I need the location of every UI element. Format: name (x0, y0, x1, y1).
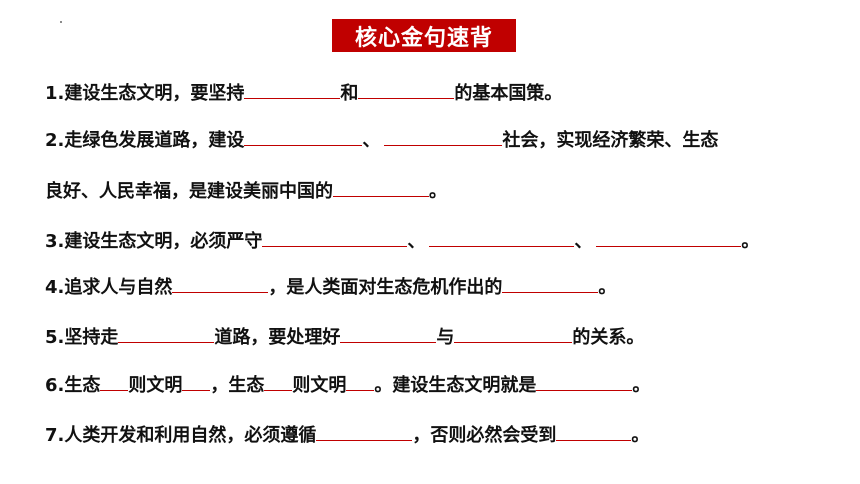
item-4: 4.追求人与自然，是人类面对生态危机作出的。 (45, 274, 616, 300)
fill-blank[interactable] (454, 324, 573, 343)
fill-blank[interactable] (244, 80, 341, 99)
item-3: 3.建设生态文明，必须严守、、。 (45, 228, 759, 254)
fill-blank[interactable] (264, 372, 293, 391)
fill-blank[interactable] (340, 324, 437, 343)
fill-blank[interactable] (536, 372, 633, 391)
fill-blank[interactable] (429, 228, 575, 247)
item-6: 6.生态则文明，生态则文明。建设生态文明就是。 (45, 372, 650, 398)
fill-blank[interactable] (100, 372, 129, 391)
fill-blank[interactable] (358, 80, 455, 99)
fill-blank[interactable] (182, 372, 211, 391)
fill-blank[interactable] (384, 127, 503, 146)
fill-blank[interactable] (316, 422, 413, 441)
fill-blank[interactable] (346, 372, 375, 391)
item-7: 7.人类开发和利用自然，必须遵循，否则必然会受到。 (45, 422, 649, 448)
fill-blank[interactable] (118, 324, 215, 343)
fill-blank[interactable] (262, 228, 408, 247)
item-2: 2.走绿色发展道路，建设、社会，实现经济繁荣、生态 (45, 127, 718, 153)
fill-blank[interactable] (556, 422, 632, 441)
page-title: 核心金句速背 (332, 19, 516, 52)
fill-blank[interactable] (502, 274, 599, 293)
decorative-dot (60, 21, 62, 23)
fill-blank[interactable] (244, 127, 363, 146)
item-1: 1.建设生态文明，要坚持和的基本国策。 (45, 80, 562, 106)
item-5: 5.坚持走道路，要处理好与的关系。 (45, 324, 644, 350)
fill-blank[interactable] (596, 228, 742, 247)
item-2-continued: 良好、人民幸福，是建设美丽中国的。 (45, 178, 447, 204)
fill-blank[interactable] (333, 178, 429, 197)
fill-blank[interactable] (172, 274, 269, 293)
